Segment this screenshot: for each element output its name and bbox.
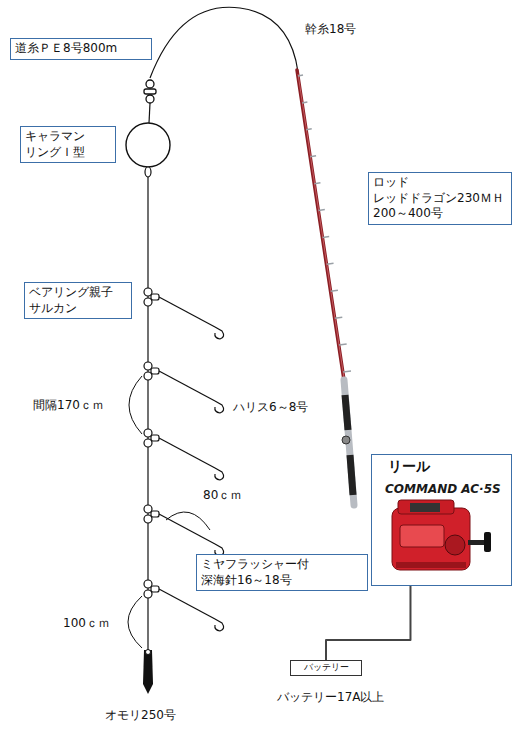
box-text: ベアリング親子 サルカン bbox=[29, 285, 127, 316]
hook bbox=[215, 619, 224, 631]
ring-callout: キャラマン リングＩ型 bbox=[20, 126, 116, 163]
box-text: リール bbox=[388, 457, 430, 475]
part-spec: ハリス6～8号 bbox=[232, 400, 309, 414]
rod-guide bbox=[343, 371, 351, 372]
swivel-bearing bbox=[151, 368, 159, 374]
rod-guide bbox=[331, 290, 338, 291]
rod-guide bbox=[335, 317, 342, 318]
branch bbox=[144, 288, 224, 339]
rod-guide bbox=[318, 210, 324, 211]
box-heading: ロッド bbox=[373, 175, 507, 191]
dimension: 100ｃｍ bbox=[62, 616, 111, 630]
box-text: レッドドラゴン230ＭＨ 200～400号 bbox=[373, 191, 507, 222]
main-line bbox=[147, 177, 148, 650]
snap bbox=[145, 167, 151, 177]
dimension: 80ｃｍ bbox=[202, 488, 243, 502]
harris-line bbox=[159, 297, 215, 327]
rod-guide bbox=[323, 236, 330, 237]
distance-arc bbox=[129, 376, 142, 434]
harris-line bbox=[159, 589, 215, 619]
swivel-callout: ベアリング親子 サルカン bbox=[24, 282, 132, 319]
rod-guide bbox=[302, 102, 307, 103]
dimension: 間隔170ｃｍ bbox=[32, 398, 105, 412]
box-text: ミヤフラッシャー付 深海針16～18号 bbox=[201, 557, 363, 588]
leader bbox=[149, 103, 150, 123]
rod-blank bbox=[297, 70, 344, 380]
reel-seat bbox=[342, 436, 350, 444]
line-spec: 幹糸18号 bbox=[304, 22, 357, 36]
rod-grip bbox=[350, 455, 353, 495]
hook bbox=[215, 401, 224, 413]
rod-callout: ロッドレッドドラゴン230ＭＨ 200～400号 bbox=[368, 172, 512, 225]
reel-box: リール bbox=[371, 454, 512, 586]
harris-line bbox=[159, 371, 215, 401]
branch bbox=[144, 429, 224, 480]
swivel bbox=[144, 80, 156, 103]
electric-reel bbox=[392, 500, 491, 570]
hook-callout: ミヤフラッシャー付 深海針16～18号 bbox=[196, 554, 368, 591]
power-cable bbox=[326, 586, 410, 660]
distance-arc bbox=[166, 512, 210, 530]
ring bbox=[126, 123, 170, 167]
rod-guide bbox=[310, 156, 316, 157]
hook bbox=[215, 468, 224, 480]
swivel-bearing bbox=[151, 294, 159, 300]
box-text: キャラマン リングＩ型 bbox=[25, 129, 111, 160]
main-line bbox=[150, 7, 298, 78]
rod-guide bbox=[298, 75, 303, 76]
part-spec: オモリ250号 bbox=[104, 708, 177, 722]
branch bbox=[144, 362, 224, 413]
branch bbox=[144, 505, 224, 556]
sinker bbox=[143, 650, 153, 694]
rod-blank-highlight bbox=[298, 74, 344, 378]
rod-guide bbox=[339, 344, 347, 345]
line-callout: 道糸ＰＥ8号800m bbox=[10, 38, 152, 60]
hook bbox=[215, 327, 224, 339]
box-text: 道糸ＰＥ8号800m bbox=[15, 41, 147, 57]
harris-line bbox=[159, 438, 215, 468]
swivel-bearing bbox=[151, 435, 159, 441]
distance-arc bbox=[128, 596, 142, 648]
rod-guide bbox=[306, 129, 312, 130]
reel-logo: COMMAND AC·5S bbox=[384, 482, 502, 496]
swivel-bearing bbox=[151, 586, 159, 592]
rod-grip bbox=[345, 395, 348, 430]
rod-guide bbox=[314, 183, 320, 184]
battery-box: バッテリー bbox=[290, 660, 362, 676]
sinker-eye bbox=[146, 650, 151, 655]
box-text: バッテリー bbox=[294, 662, 358, 674]
rod-guide bbox=[327, 263, 334, 264]
part-spec: バッテリー17A以上 bbox=[276, 690, 385, 704]
swivel-bearing bbox=[151, 511, 159, 517]
